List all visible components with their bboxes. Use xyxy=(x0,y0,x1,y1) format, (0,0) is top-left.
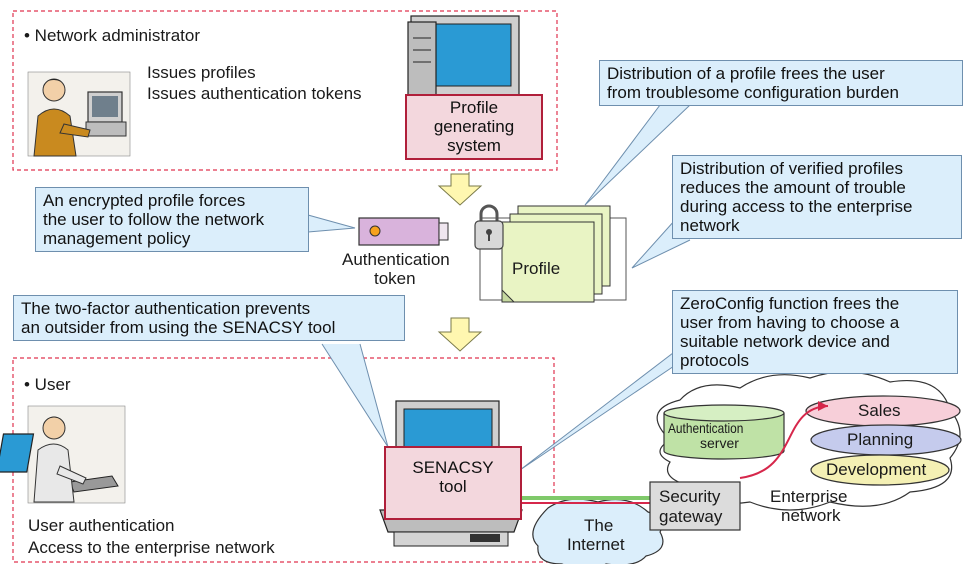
tunnel-link-red xyxy=(522,405,829,504)
callout-two-factor-line-1: The two-factor authentication prevents xyxy=(21,299,311,318)
auth-server-label-1: Authentication xyxy=(668,420,744,436)
profile-system-line-2: generating xyxy=(433,117,515,136)
callout-zeroconfig: ZeroConfig function frees the user from … xyxy=(672,290,958,374)
arrow-head-to-sales xyxy=(818,401,828,411)
callout-verified-line-4: network xyxy=(680,216,740,235)
callout-zeroconfig-line-2: user from having to choose a xyxy=(680,313,900,332)
security-gateway-label-2: gateway xyxy=(659,507,723,526)
callout-verified-line-1: Distribution of verified profiles xyxy=(680,159,903,178)
profile-stack xyxy=(479,205,627,303)
development-ellipse xyxy=(810,454,950,486)
user-heading: • User xyxy=(24,375,71,394)
internet-label-2: Internet xyxy=(567,535,625,554)
flow-arrow-1 xyxy=(437,172,483,206)
callout-encrypted: An encrypted profile forces the user to … xyxy=(35,187,309,252)
callout-distribution-line-2: from troublesome configuration burden xyxy=(607,83,899,102)
profile-generating-system: Profile generating system xyxy=(405,94,543,160)
callout-tail-two-factor xyxy=(321,343,389,448)
internet-label-1: The xyxy=(584,516,614,535)
admin-frame xyxy=(12,10,558,171)
admin-duty-1: Issues profiles xyxy=(147,63,256,82)
enterprise-network-label-2: network xyxy=(781,506,841,525)
auth-server-icon xyxy=(663,404,785,460)
token-icon xyxy=(358,217,449,246)
auth-server-label-2: server xyxy=(700,435,739,451)
callout-tail-encrypted xyxy=(307,214,356,233)
token-label-2: token xyxy=(374,269,416,288)
dept-development: Development xyxy=(826,460,927,479)
callout-verified-line-2: reduces the amount of trouble xyxy=(680,178,906,197)
callout-two-factor: The two-factor authentication prevents a… xyxy=(13,295,405,341)
security-gateway-box xyxy=(649,481,741,531)
callout-verified-line-3: during access to the enterprise xyxy=(680,197,913,216)
callout-zeroconfig-line-4: protocols xyxy=(680,351,749,370)
callout-tail-distribution xyxy=(584,104,691,206)
profile-system-line-1: Profile xyxy=(449,98,499,117)
profile-label: Profile xyxy=(512,259,561,278)
lock-icon xyxy=(474,204,504,250)
callout-encrypted-line-3: management policy xyxy=(43,229,191,248)
senacsy-line-1: SENACSY xyxy=(412,458,494,477)
enterprise-network-label-1: Enterprise xyxy=(770,487,848,506)
token-label-1: Authentication xyxy=(342,250,450,269)
callout-two-factor-line-2: an outsider from using the SENACSY tool xyxy=(21,318,336,337)
admin-pc-icon xyxy=(407,15,520,105)
administrator-figure xyxy=(27,71,131,157)
callout-distribution: Distribution of a profile frees the user… xyxy=(599,60,963,106)
security-gateway-label-1: Security xyxy=(659,487,721,506)
callout-encrypted-line-1: An encrypted profile forces xyxy=(43,191,246,210)
flow-arrow-2 xyxy=(437,317,483,352)
senacsy-tool: SENACSY tool xyxy=(384,446,522,520)
callout-zeroconfig-line-1: ZeroConfig function frees the xyxy=(680,294,900,313)
user-figure xyxy=(0,405,126,504)
admin-heading: • Network administrator xyxy=(24,26,201,45)
senacsy-line-2: tool xyxy=(439,477,467,496)
user-duty-1: User authentication xyxy=(28,516,175,535)
dept-sales: Sales xyxy=(858,401,901,420)
admin-duty-2: Issues authentication tokens xyxy=(147,84,362,103)
callout-encrypted-line-2: the user to follow the network xyxy=(43,210,265,229)
profile-system-line-3: system xyxy=(447,136,501,155)
callout-verified: Distribution of verified profiles reduce… xyxy=(672,155,962,239)
callout-zeroconfig-line-3: suitable network device and xyxy=(680,332,890,351)
callout-distribution-line-1: Distribution of a profile frees the user xyxy=(607,64,885,83)
user-duty-2: Access to the enterprise network xyxy=(28,538,275,557)
dept-planning: Planning xyxy=(847,430,914,449)
